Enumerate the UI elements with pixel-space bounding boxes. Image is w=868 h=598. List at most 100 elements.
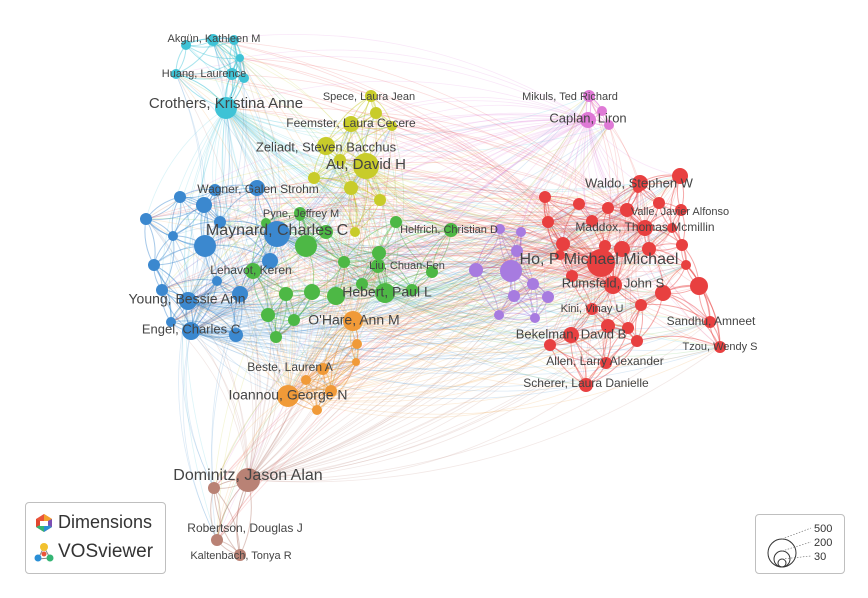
author-node[interactable]: [555, 250, 565, 260]
node-kini[interactable]: [586, 303, 598, 315]
node-liu[interactable]: [371, 259, 385, 273]
author-node[interactable]: [556, 237, 570, 251]
author-node[interactable]: [573, 198, 585, 210]
node-robertson[interactable]: [211, 534, 223, 546]
node-lehavot[interactable]: [245, 263, 261, 279]
node-akgun[interactable]: [207, 34, 219, 46]
node-tzou[interactable]: [714, 341, 726, 353]
author-node[interactable]: [338, 256, 350, 268]
node-caplan[interactable]: [580, 112, 596, 128]
author-node[interactable]: [261, 308, 275, 322]
node-allen[interactable]: [600, 357, 612, 369]
author-node[interactable]: [690, 277, 708, 295]
author-node[interactable]: [390, 216, 402, 228]
author-node[interactable]: [304, 284, 320, 300]
author-node[interactable]: [208, 482, 220, 494]
author-node[interactable]: [622, 322, 634, 334]
author-node[interactable]: [148, 259, 160, 271]
author-node[interactable]: [544, 339, 556, 351]
author-node[interactable]: [676, 239, 688, 251]
author-node[interactable]: [308, 172, 320, 184]
node-feemster[interactable]: [343, 116, 359, 132]
author-node[interactable]: [288, 314, 300, 326]
author-node[interactable]: [279, 287, 293, 301]
node-zeliadt[interactable]: [317, 137, 335, 155]
node-crothers[interactable]: [215, 97, 237, 119]
author-node[interactable]: [614, 241, 630, 257]
author-node[interactable]: [631, 335, 643, 347]
author-node[interactable]: [232, 286, 248, 302]
author-node[interactable]: [542, 291, 554, 303]
node-huang[interactable]: [226, 68, 238, 80]
node-young[interactable]: [179, 292, 197, 310]
author-node[interactable]: [262, 253, 278, 269]
author-node[interactable]: [229, 328, 243, 342]
author-node[interactable]: [516, 227, 526, 237]
author-node[interactable]: [352, 339, 362, 349]
author-node[interactable]: [642, 242, 656, 256]
author-node[interactable]: [140, 213, 152, 225]
node-spece[interactable]: [365, 90, 377, 102]
node-kaltenbach[interactable]: [234, 549, 246, 561]
author-node[interactable]: [586, 215, 598, 227]
node-dominitz[interactable]: [236, 468, 260, 492]
author-node[interactable]: [653, 197, 665, 209]
author-node[interactable]: [495, 224, 505, 234]
node-au[interactable]: [353, 153, 379, 179]
author-node[interactable]: [209, 184, 221, 196]
node-mikuls[interactable]: [583, 90, 595, 102]
author-node[interactable]: [356, 278, 368, 290]
author-node[interactable]: [327, 287, 345, 305]
node-sandhu[interactable]: [704, 316, 716, 328]
author-node[interactable]: [312, 405, 322, 415]
author-node[interactable]: [672, 168, 688, 184]
author-node[interactable]: [212, 276, 222, 286]
author-node[interactable]: [166, 317, 176, 327]
author-node[interactable]: [599, 240, 611, 252]
author-node[interactable]: [181, 40, 191, 50]
author-node[interactable]: [527, 278, 539, 290]
author-node[interactable]: [214, 216, 226, 228]
node-maddox[interactable]: [637, 220, 653, 236]
author-node[interactable]: [602, 202, 614, 214]
author-node[interactable]: [344, 181, 358, 195]
author-node[interactable]: [508, 290, 520, 302]
author-node[interactable]: [196, 197, 212, 213]
author-node[interactable]: [494, 310, 504, 320]
author-node[interactable]: [635, 299, 647, 311]
author-node[interactable]: [566, 270, 578, 282]
author-node[interactable]: [370, 107, 382, 119]
author-node[interactable]: [530, 313, 540, 323]
author-node[interactable]: [350, 227, 360, 237]
node-engel[interactable]: [182, 322, 200, 340]
author-node[interactable]: [655, 285, 671, 301]
node-hebert[interactable]: [375, 283, 395, 303]
node-ho[interactable]: [587, 249, 615, 277]
author-node[interactable]: [295, 235, 317, 257]
author-node[interactable]: [319, 225, 333, 239]
author-node[interactable]: [374, 194, 386, 206]
node-rumsfeld[interactable]: [604, 276, 622, 294]
author-node[interactable]: [604, 120, 614, 130]
author-node[interactable]: [168, 231, 178, 241]
author-node[interactable]: [301, 375, 311, 385]
author-node[interactable]: [469, 263, 483, 277]
node-maynard[interactable]: [264, 221, 290, 247]
author-node[interactable]: [236, 54, 244, 62]
node-valle[interactable]: [675, 204, 687, 216]
author-node[interactable]: [171, 69, 181, 79]
author-node[interactable]: [539, 191, 551, 203]
author-node[interactable]: [239, 73, 249, 83]
node-waldo[interactable]: [632, 175, 648, 191]
node-ioannou[interactable]: [277, 385, 299, 407]
author-node[interactable]: [387, 121, 397, 131]
node-beste[interactable]: [317, 363, 329, 375]
author-node[interactable]: [511, 245, 523, 257]
node-scherer[interactable]: [579, 378, 593, 392]
author-node[interactable]: [667, 223, 677, 233]
author-node[interactable]: [597, 106, 607, 116]
author-node[interactable]: [426, 266, 438, 278]
author-node[interactable]: [174, 191, 186, 203]
author-node[interactable]: [334, 154, 346, 166]
author-node[interactable]: [681, 260, 691, 270]
